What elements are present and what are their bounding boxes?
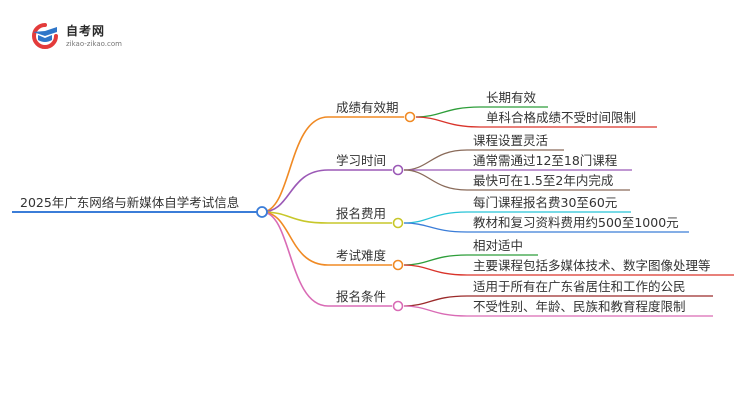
leaf-connector	[403, 149, 468, 171]
graduation-cap-icon	[32, 23, 58, 49]
leaf-label: 最快可在1.5至2年内完成	[473, 173, 614, 188]
branch-node-circle	[392, 217, 404, 229]
branch-connector	[261, 211, 329, 224]
branch-connector	[261, 116, 329, 213]
site-logo: 自考网 zikao-zikao.com	[30, 20, 140, 52]
branch-label: 报名费用	[336, 206, 387, 221]
logo-url: zikao-zikao.com	[66, 40, 122, 48]
branch-label: 考试难度	[336, 248, 387, 263]
leaf-label: 适用于所有在广东省居住和工作的公民	[473, 279, 686, 294]
root-node-circle	[256, 206, 268, 218]
branch-label: 成绩有效期	[336, 100, 399, 115]
leaf-label: 长期有效	[486, 90, 537, 105]
leaf-connector	[403, 305, 468, 317]
leaf-label: 课程设置灵活	[473, 133, 549, 148]
leaf-connector	[403, 169, 468, 191]
leaf-connector	[403, 264, 468, 276]
leaf-label: 相对适中	[473, 238, 524, 253]
leaf-connector	[415, 106, 481, 118]
leaf-label: 不受性别、年龄、民族和教育程度限制	[473, 299, 686, 314]
branch-label: 学习时间	[336, 153, 387, 168]
leaf-label: 单科合格成绩不受时间限制	[486, 110, 637, 125]
root-label: 2025年广东网络与新媒体自学考试信息	[20, 195, 240, 210]
leaf-label: 通常需通过12至18门课程	[473, 153, 618, 168]
leaf-connector	[415, 116, 481, 128]
branch-connector	[261, 211, 329, 266]
leaf-connector	[403, 222, 468, 233]
leaf-label: 每门课程报名费30至60元	[473, 195, 618, 210]
leaf-connector	[403, 211, 468, 224]
leaf-connector	[403, 254, 468, 266]
leaf-connector	[403, 295, 468, 307]
leaf-label: 教材和复习资料费用约500至1000元	[473, 215, 679, 230]
branch-node-circle	[404, 111, 416, 123]
branch-node-circle	[392, 164, 404, 176]
leaf-label: 主要课程包括多媒体技术、数字图像处理等	[473, 258, 711, 273]
branch-connector	[261, 169, 329, 213]
branch-node-circle	[392, 300, 404, 312]
logo-title: 自考网	[66, 24, 106, 38]
branch-node-circle	[392, 259, 404, 271]
branch-connector	[261, 211, 329, 307]
branch-label: 报名条件	[336, 289, 387, 304]
